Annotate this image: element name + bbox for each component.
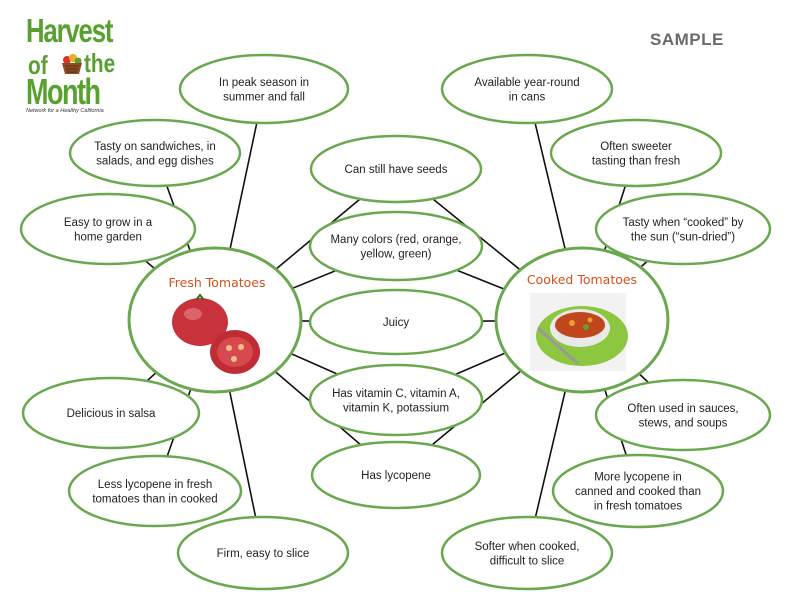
cooked-more-lycopene-bubble: More lycopene in canned and cooked than in… xyxy=(551,453,725,529)
fresh-easy-to-grow-text: Easy to grow in a xyxy=(64,217,153,229)
fresh-firm-bubble: Firm, easy to slice xyxy=(176,515,350,591)
shared-lycopene-text: Has lycopene xyxy=(361,470,431,482)
cooked-sweeter-text: Often sweeter xyxy=(600,141,672,153)
cooked-year-round-text: in cans xyxy=(509,91,546,103)
harvest-of-the-month-logo: Harvest of the Month Network for a Healt… xyxy=(26,14,126,120)
fresh-less-lycopene-text: tomatoes than in cooked xyxy=(92,493,217,505)
shared-juicy-text: Juicy xyxy=(383,317,409,329)
fresh-peak-season-text: summer and fall xyxy=(223,91,305,103)
shared-colors-outline xyxy=(308,210,484,282)
cooked-sun-dried-bubble: Tasty when “cooked” by the sun (“sun-drie… xyxy=(594,192,772,266)
fresh-peak-season-bubble: In peak season in summer and fall xyxy=(178,53,350,125)
logo-month-text: Month xyxy=(26,71,101,112)
cooked-sun-dried-outline xyxy=(594,192,772,266)
fresh-firm-outline xyxy=(176,515,350,591)
fresh-sandwiches-outline xyxy=(68,118,242,188)
cooked-sun-dried-text: the sun (“sun-dried”) xyxy=(631,231,735,243)
shared-vitamins-text: Has vitamin C, vitamin A, xyxy=(332,388,460,400)
fresh-sandwiches-bubble: Tasty on sandwiches, in salads, and egg d… xyxy=(68,118,242,188)
shared-juicy-outline xyxy=(308,288,484,356)
cooked-softer-outline xyxy=(440,515,614,591)
fresh-sandwiches-text: salads, and egg dishes xyxy=(96,155,214,167)
cooked-year-round-text: Available year-round xyxy=(474,77,579,89)
cooked-sun-dried-text: Tasty when “cooked” by xyxy=(623,217,744,229)
sample-label: SAMPLE xyxy=(650,30,724,49)
cooked-sweeter-outline xyxy=(549,118,723,188)
cooked-year-round-outline xyxy=(440,53,614,125)
fresh-firm-text: Firm, easy to slice xyxy=(217,548,310,560)
cooked-sauces-bubble: Often used in sauces, stews, and soups xyxy=(594,378,772,452)
cooked-more-lycopene-text: in fresh tomatoes xyxy=(594,501,682,513)
cooked-tomatoes-title: Cooked Tomatoes xyxy=(527,272,637,287)
shared-lycopene-outline xyxy=(310,440,482,510)
shared-seeds-bubble: Can still have seeds xyxy=(309,134,483,204)
cooked-year-round-bubble: Available year-round in cans xyxy=(440,53,614,125)
cooked-more-lycopene-outline xyxy=(551,453,725,529)
shared-lycopene-bubble: Has lycopene xyxy=(310,440,482,510)
fresh-tomatoes-hub: Fresh Tomatoes xyxy=(127,246,303,394)
cooked-sauces-text: Often used in sauces, xyxy=(627,403,738,415)
cooked-softer-text: Softer when cooked, xyxy=(475,541,580,553)
fresh-tomato-image xyxy=(172,293,260,374)
cooked-sweeter-bubble: Often sweeter tasting than fresh xyxy=(549,118,723,188)
shared-colors-text: yellow, green) xyxy=(361,248,432,260)
basket-icon xyxy=(62,54,82,74)
fresh-less-lycopene-text: Less lycopene in fresh xyxy=(98,479,212,491)
cooked-more-lycopene-text: More lycopene in xyxy=(594,472,682,484)
fresh-peak-season-outline xyxy=(178,53,350,125)
shared-vitamins-text: vitamin K, potassium xyxy=(343,402,449,414)
cooked-tomatoes-hub: Cooked Tomatoes xyxy=(494,246,670,394)
fresh-peak-season-text: In peak season in xyxy=(219,77,309,89)
cooked-sweeter-text: tasting than fresh xyxy=(592,155,680,167)
logo-of-text: of xyxy=(28,50,48,80)
fresh-tomatoes-title: Fresh Tomatoes xyxy=(169,275,266,290)
shared-seeds-text: Can still have seeds xyxy=(345,164,448,176)
shared-vitamins-bubble: Has vitamin C, vitamin A, vitamin K, pota… xyxy=(308,363,484,437)
shared-colors-bubble: Many colors (red, orange, yellow, green) xyxy=(308,210,484,282)
cooked-more-lycopene-text: canned and cooked than xyxy=(575,486,701,498)
fresh-easy-to-grow-text: home garden xyxy=(74,231,142,243)
logo-the-text: the xyxy=(84,48,116,78)
tomato-soup-image xyxy=(530,293,628,371)
cooked-sauces-text: stews, and soups xyxy=(639,417,728,429)
fresh-less-lycopene-bubble: Less lycopene in fresh tomatoes than in c… xyxy=(67,454,243,528)
logo-harvest-text: Harvest xyxy=(26,12,113,49)
fresh-easy-to-grow-outline xyxy=(19,192,197,266)
shared-juicy-bubble: Juicy xyxy=(308,288,484,356)
fresh-sandwiches-text: Tasty on sandwiches, in xyxy=(94,141,215,153)
logo-tagline: Network for a Healthy California xyxy=(26,108,104,114)
fresh-less-lycopene-outline xyxy=(67,454,243,528)
shared-colors-text: Many colors (red, orange, xyxy=(330,234,461,246)
fresh-easy-to-grow-bubble: Easy to grow in a home garden xyxy=(19,192,197,266)
fresh-salsa-outline xyxy=(21,376,201,450)
fresh-salsa-bubble: Delicious in salsa xyxy=(21,376,201,450)
cooked-softer-text: difficult to slice xyxy=(490,555,565,567)
shared-seeds-outline xyxy=(309,134,483,204)
shared-vitamins-outline xyxy=(308,363,484,437)
fresh-salsa-text: Delicious in salsa xyxy=(67,408,156,420)
cooked-softer-bubble: Softer when cooked, difficult to slice xyxy=(440,515,614,591)
cooked-sauces-outline xyxy=(594,378,772,452)
